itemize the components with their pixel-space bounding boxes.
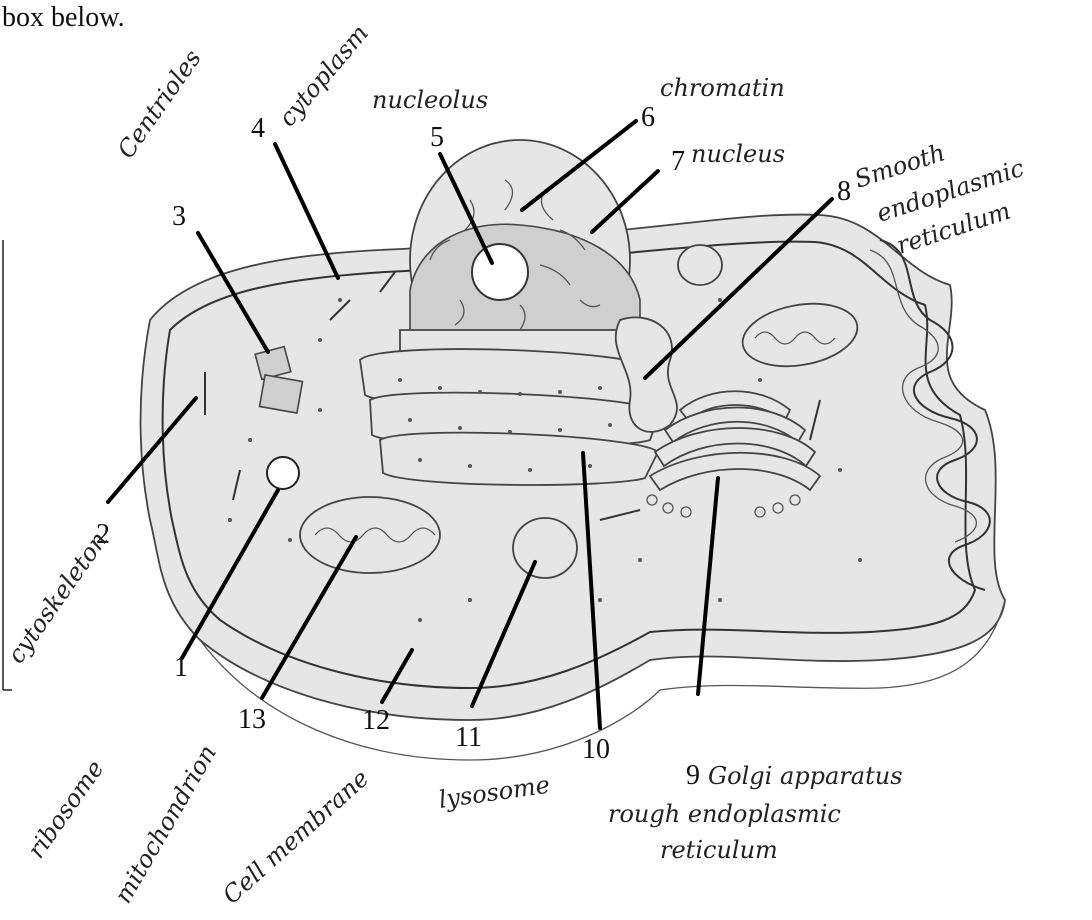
handwritten-label-ribosome: ribosome (22, 755, 110, 863)
handwritten-label-nucleus: nucleus (691, 140, 785, 168)
label-number-6: 6 (641, 102, 655, 133)
handwritten-label-rough-er-1: rough endoplasmic (608, 800, 841, 828)
handwritten-label-mitochondrion: mitochondrion (109, 740, 222, 908)
mitochondrion-bottom-left (300, 497, 440, 573)
label-number-8: 8 (837, 176, 851, 207)
rough-er-stacks (360, 349, 660, 485)
label-number-4: 4 (251, 113, 265, 144)
handwritten-label-cytoskeleton: cytoskeleton (2, 527, 113, 669)
handwritten-label-centrioles: Centrioles (112, 45, 207, 164)
handwritten-label-rough-er-2: reticulum (660, 836, 778, 864)
handwritten-label-cell-membrane: Cell membrane (217, 764, 374, 909)
lysosome-shape (513, 518, 577, 578)
handwritten-label-lysosome: lysosome (437, 771, 552, 814)
label-number-10: 10 (582, 734, 610, 765)
lysosome-shape-small (678, 245, 722, 285)
handwritten-label-cytoplasm: cytoplasm (273, 19, 374, 132)
label-number-7: 7 (671, 146, 685, 177)
nucleolus-shape (472, 244, 528, 300)
handwritten-label-nucleolus: nucleolus (372, 86, 488, 114)
ribosome-circle (267, 457, 299, 489)
handwritten-label-chromatin: chromatin (660, 74, 785, 102)
handwritten-label-golgi: Golgi apparatus (708, 762, 903, 790)
label-number-1: 1 (174, 652, 188, 683)
label-number-12: 12 (362, 705, 390, 736)
label-number-13: 13 (238, 704, 266, 735)
label-number-11: 11 (455, 722, 482, 753)
label-number-9: 9 (686, 760, 700, 791)
label-number-3: 3 (172, 201, 186, 232)
label-number-5: 5 (430, 122, 444, 153)
